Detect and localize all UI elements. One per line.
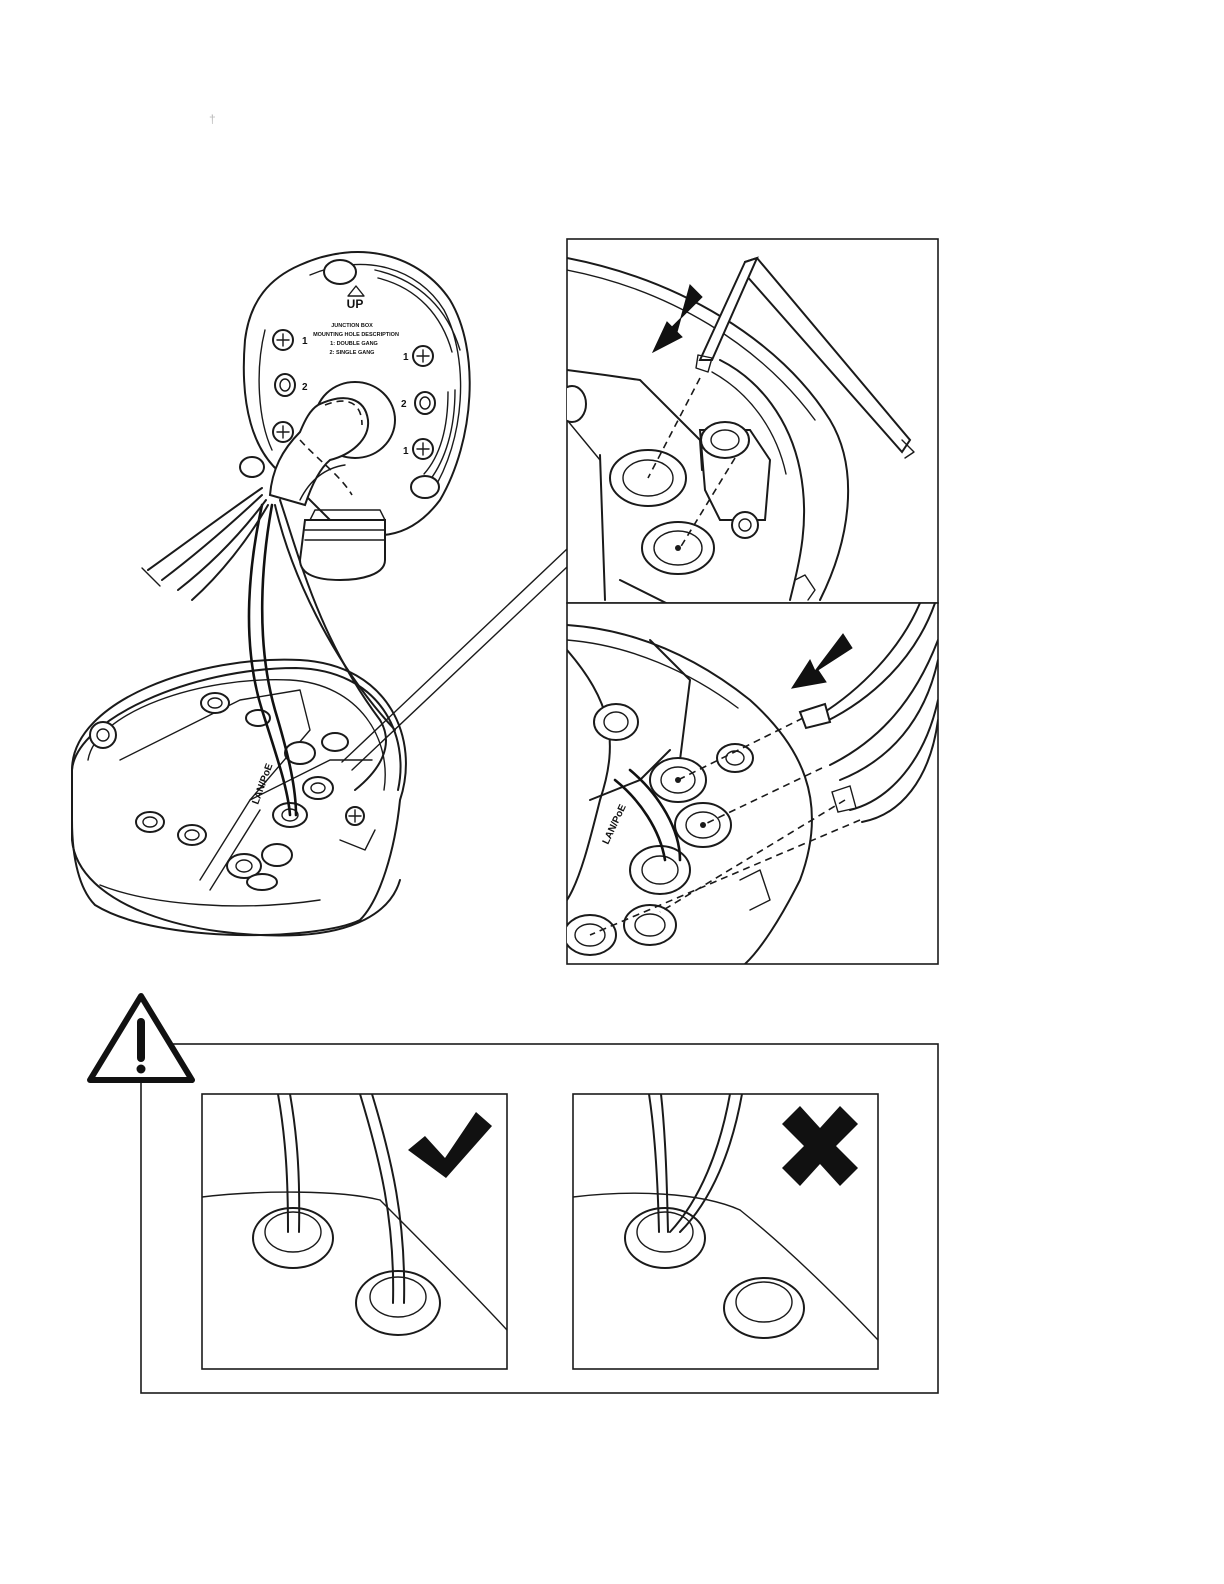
hole-label-right-1a: 1 bbox=[403, 352, 409, 363]
hole-label-left-2: 2 bbox=[302, 382, 308, 393]
detail-panel-top bbox=[558, 239, 938, 610]
warning-triangle-icon bbox=[90, 996, 192, 1080]
junction-box-base: LAN/PoE bbox=[72, 660, 406, 936]
plate-text-line-2: MOUNTING HOLE DESCRIPTION bbox=[313, 332, 399, 338]
hole-label-right-1b: 1 bbox=[403, 446, 409, 457]
up-label: UP bbox=[347, 297, 364, 311]
main-illustration: LAN/PoE bbox=[72, 252, 470, 935]
detail-panel-bottom: LAN/PoE bbox=[564, 603, 938, 964]
port-label: LAN/PoE bbox=[250, 762, 275, 806]
hole-label-right-2: 2 bbox=[401, 399, 407, 410]
plate-text-line-4: 2: SINGLE GANG bbox=[330, 350, 375, 356]
incorrect-example-panel bbox=[573, 1094, 878, 1369]
plate-text-line-1: JUNCTION BOX bbox=[331, 323, 373, 329]
caution-section bbox=[90, 996, 938, 1393]
plate-text-line-3: 1: DOUBLE GANG bbox=[330, 341, 378, 347]
hole-label-left-1a: 1 bbox=[302, 336, 308, 347]
correct-example-panel bbox=[202, 1094, 507, 1369]
mounting-plate: UP JUNCTION BOX MOUNTING HOLE DESCRIPTIO… bbox=[240, 252, 470, 580]
callout-lines bbox=[342, 549, 567, 770]
